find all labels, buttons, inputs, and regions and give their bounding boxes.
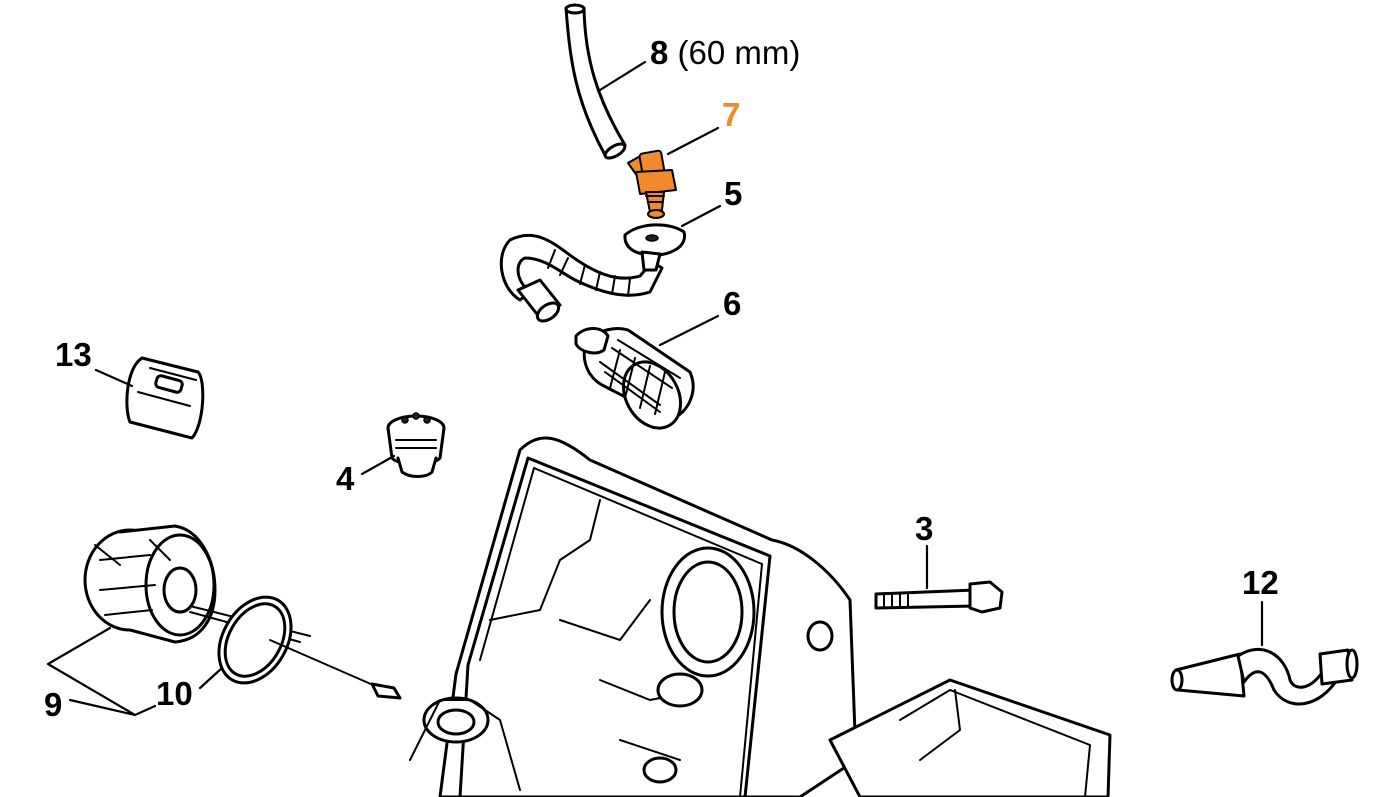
callout-7: 7 [722,98,740,131]
callout-8-note: (60 mm) [677,34,801,71]
leader-5 [680,204,722,228]
callout-4-number: 4 [336,460,355,497]
part-12-fuel-line[interactable] [1170,647,1359,706]
leader-lines [46,60,1264,717]
callout-7-number: 7 [722,96,741,133]
part-3-bolt[interactable] [874,580,1004,614]
callout-3-number: 3 [915,510,934,547]
part-13-cap[interactable] [125,356,205,440]
callout-3: 3 [915,512,933,545]
callout-5: 5 [724,177,742,210]
part-8-hose[interactable] [564,3,627,161]
leader-6 [658,314,720,347]
callout-9-number: 9 [44,686,63,723]
leader-7 [666,126,720,156]
part-4-valve[interactable] [386,412,446,478]
callout-5-number: 5 [724,175,743,212]
callout-8-number: 8 [650,34,669,71]
callout-13-number: 13 [55,336,92,373]
callout-8: 8 (60 mm) [650,36,800,69]
part-7-fitting[interactable] [627,149,677,219]
main-housing[interactable] [409,436,1112,797]
callout-10-number: 10 [156,675,193,712]
callout-6: 6 [723,287,741,320]
part-9-pump[interactable] [83,524,311,644]
leader-8 [598,60,647,92]
leader-4 [360,454,396,476]
part-5-pickup-hose[interactable] [499,223,686,325]
part-6-filter[interactable] [574,326,695,438]
part-10-oring[interactable] [204,584,402,700]
callout-12-number: 12 [1242,564,1279,601]
leader-9 [46,626,157,717]
callout-6-number: 6 [723,285,742,322]
callout-9: 9 [44,688,62,721]
callout-4: 4 [336,462,354,495]
leader-13 [94,368,134,388]
callout-12: 12 [1242,566,1279,599]
callout-10: 10 [156,677,193,710]
leader-10 [198,666,224,690]
callout-13: 13 [55,338,92,371]
